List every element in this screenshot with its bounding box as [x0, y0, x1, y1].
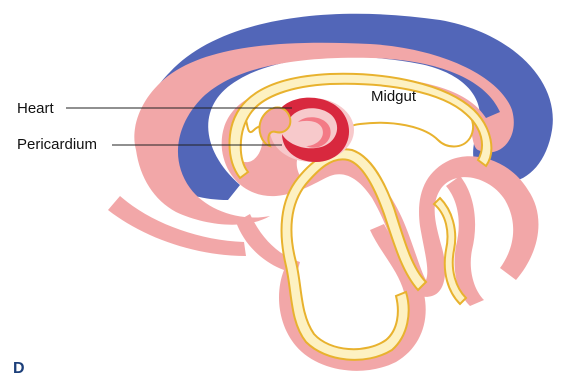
midgut-loop [282, 149, 426, 360]
midgut-label: Midgut [371, 88, 416, 105]
panel-letter: D [13, 360, 25, 378]
pericardium-label: Pericardium [17, 136, 97, 153]
heart-label: Heart [17, 100, 54, 117]
